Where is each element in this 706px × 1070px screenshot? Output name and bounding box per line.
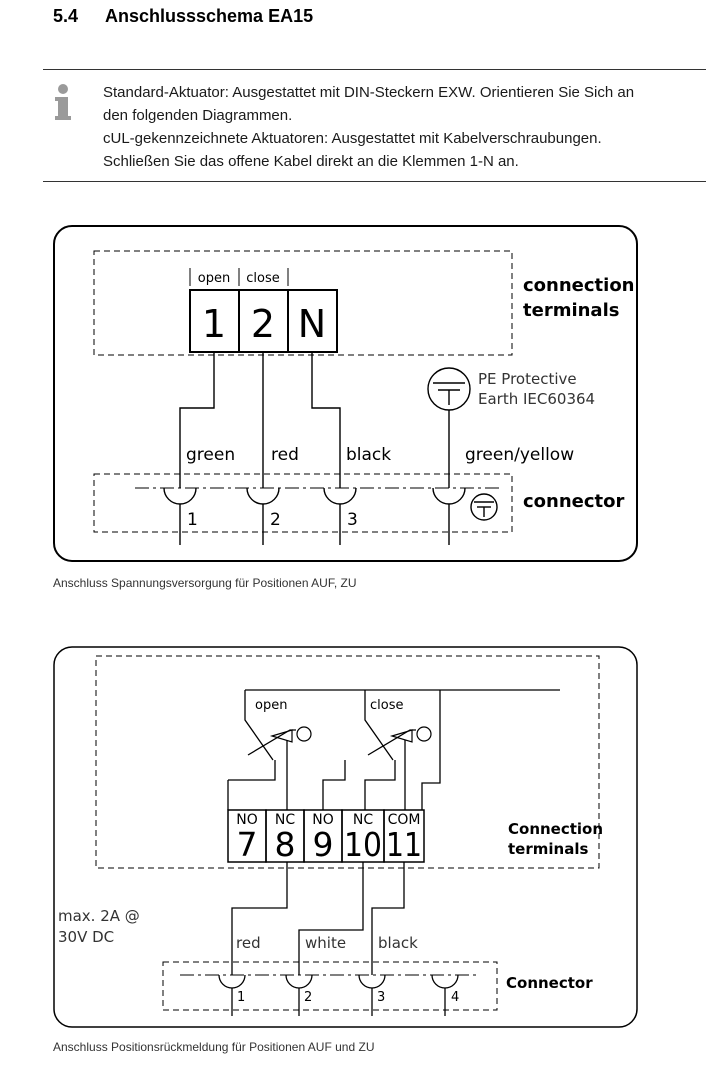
wire-label-green: green bbox=[186, 445, 235, 465]
note-line: den folgenden Diagrammen. bbox=[103, 107, 293, 124]
note-top-rule bbox=[43, 69, 706, 70]
terminal-type: NO bbox=[312, 812, 334, 828]
pe-label: Earth IEC60364 bbox=[478, 390, 595, 408]
connector-dashed-box bbox=[162, 961, 498, 1011]
caption-power-supply: Anschluss Spannungsversorgung für Positi… bbox=[53, 576, 357, 590]
diagram-frame bbox=[53, 646, 638, 1028]
position-feedback-diagram: open close NO NC NO NC COM 7 8 9 10 11 C… bbox=[53, 646, 638, 1028]
section-number: 5.4 bbox=[53, 6, 79, 26]
rating-label: max. 2A @ bbox=[58, 907, 140, 925]
pe-label: PE Protective bbox=[478, 370, 577, 388]
connector-label: Connector bbox=[506, 974, 593, 992]
label-open: open bbox=[198, 271, 230, 286]
wires bbox=[179, 352, 450, 488]
terminal-number: 9 bbox=[313, 825, 334, 864]
switch-label-open: open bbox=[255, 698, 287, 713]
earth-icon bbox=[470, 493, 498, 521]
connector-label: connector bbox=[523, 491, 625, 512]
info-icon bbox=[55, 84, 71, 120]
pin-number: 1 bbox=[187, 510, 198, 530]
terminal-type: COM bbox=[388, 812, 421, 828]
pin-number: 2 bbox=[304, 990, 312, 1005]
wire-label-black: black bbox=[346, 445, 391, 465]
wire-label-white: white bbox=[305, 934, 346, 952]
note-bottom-rule bbox=[43, 181, 706, 182]
pin-number: 4 bbox=[451, 990, 459, 1005]
pin-number: 1 bbox=[237, 990, 245, 1005]
label-close: close bbox=[246, 271, 279, 286]
terminal-number: N bbox=[298, 302, 326, 346]
wire-label-red: red bbox=[236, 934, 261, 952]
connection-terminals-label: connection bbox=[523, 275, 635, 296]
terminal-type: NC bbox=[353, 812, 373, 828]
wire-label-green-yellow: green/yellow bbox=[465, 445, 574, 465]
terminal-number: 7 bbox=[237, 825, 258, 864]
wire-label-black: black bbox=[378, 934, 418, 952]
terminal-number: 2 bbox=[251, 302, 275, 346]
connector-pins bbox=[218, 974, 459, 1016]
connection-terminals-label: terminals bbox=[508, 840, 588, 858]
section-title: Anschlussschema EA15 bbox=[105, 6, 314, 26]
switch-contacts bbox=[269, 726, 432, 743]
note-line: Schließen Sie das offene Kabel direkt an… bbox=[103, 153, 519, 170]
pin-number: 3 bbox=[377, 990, 385, 1005]
wire-label-red: red bbox=[271, 445, 299, 465]
connection-terminals-label: terminals bbox=[523, 300, 619, 321]
terminal-number: 10 bbox=[344, 825, 382, 864]
pin-number: 3 bbox=[347, 510, 358, 530]
section-heading: 5.4 Anschlussschema EA15 bbox=[53, 6, 313, 27]
connector-pins bbox=[163, 487, 466, 545]
switch-wiring bbox=[227, 689, 560, 810]
terminal-type: NC bbox=[275, 812, 295, 828]
connection-terminals-label: Connection bbox=[508, 820, 603, 838]
wires bbox=[231, 862, 405, 975]
note-text: Standard-Aktuator: Ausgestattet mit DIN-… bbox=[103, 81, 706, 173]
diagram-frame bbox=[53, 225, 638, 562]
connector-dashed-box bbox=[93, 473, 513, 533]
note-line: Standard-Aktuator: Ausgestattet mit DIN-… bbox=[103, 84, 635, 101]
terminal-number: 8 bbox=[275, 825, 296, 864]
switch-label-close: close bbox=[370, 698, 403, 713]
earth-icon bbox=[427, 367, 471, 411]
terminal-area-dashed-box bbox=[95, 655, 600, 869]
terminal-type: NO bbox=[236, 812, 258, 828]
note-line: cUL-gekennzeichnete Aktuatoren: Ausgesta… bbox=[103, 130, 602, 147]
terminal-number: 1 bbox=[202, 302, 226, 346]
pin-number: 2 bbox=[270, 510, 281, 530]
rating-label: 30V DC bbox=[58, 928, 114, 946]
terminal-number: 11 bbox=[386, 825, 422, 864]
power-supply-diagram: open close 1 2 N connection terminals PE… bbox=[53, 225, 638, 562]
caption-position-feedback: Anschluss Positionsrückmeldung für Posit… bbox=[53, 1040, 375, 1054]
terminal-area-dashed-box bbox=[93, 250, 513, 356]
